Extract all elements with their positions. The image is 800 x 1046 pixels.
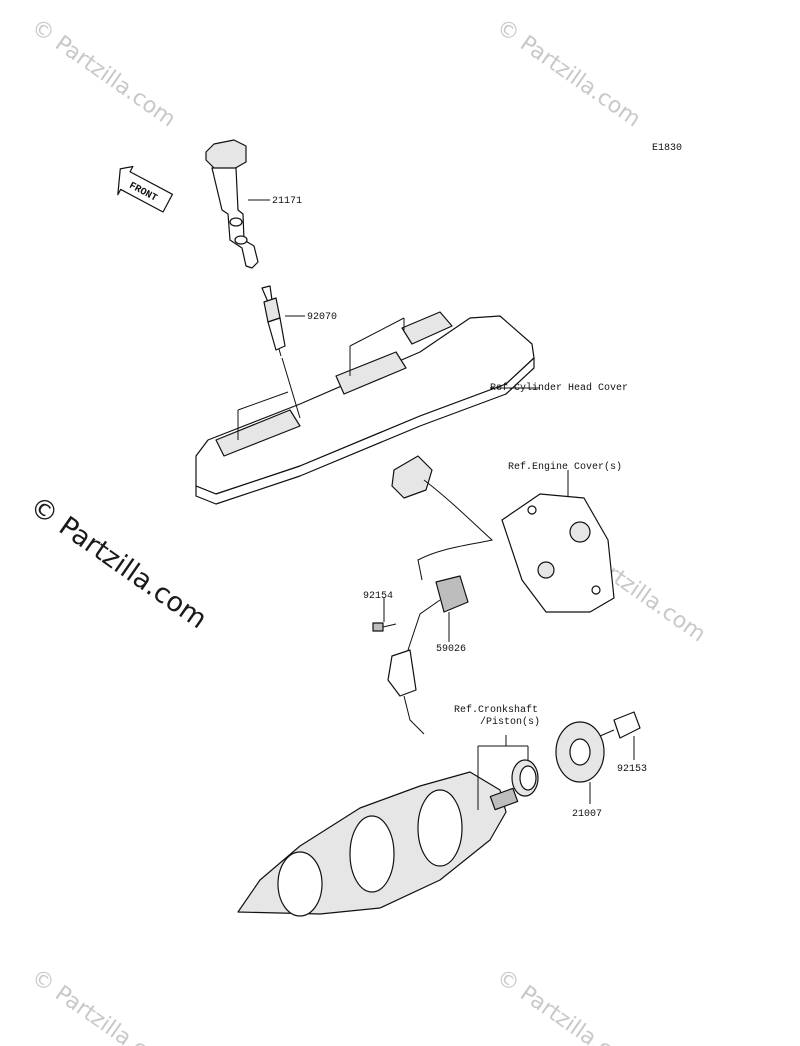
label-21171[interactable]: 21171	[272, 196, 302, 207]
watermark-bottom-right: © Partzilla.com	[492, 964, 645, 1046]
timing-rotor-icon	[555, 721, 605, 783]
watermark-top-left: © Partzilla.com	[27, 14, 180, 132]
label-ref-cylinder-head-cover[interactable]: Ref.Cylinder Head Cover	[490, 382, 628, 394]
label-21007[interactable]: 21007	[572, 809, 602, 820]
cylinder-head-cover-icon	[195, 311, 535, 505]
label-ref-engine-cover[interactable]: Ref.Engine Cover(s)	[508, 461, 622, 473]
engine-cover-icon	[501, 493, 615, 613]
crankshaft-icon	[237, 771, 519, 917]
ignition-coil-icon	[205, 139, 259, 269]
front-arrow-icon: FRONT	[117, 165, 174, 213]
label-ref-piston[interactable]: /Piston(s)	[480, 716, 540, 728]
label-92070[interactable]: 92070	[307, 312, 337, 323]
label-92153[interactable]: 92153	[617, 764, 647, 775]
label-59026[interactable]: 59026	[436, 644, 466, 655]
bolt-92154-icon	[372, 622, 397, 632]
watermark-bottom-left: © Partzilla.com	[27, 964, 180, 1046]
leader-lines	[248, 199, 635, 810]
pickup-sensor-icon	[387, 455, 494, 735]
diagram-code: E1830	[652, 143, 682, 154]
rotor-bolt-icon	[599, 711, 641, 739]
watermark-main: © Partzilla.com	[24, 490, 212, 635]
crank-gear-icon	[511, 759, 539, 797]
spark-plug-icon	[261, 285, 286, 357]
label-ref-crankshaft[interactable]: Ref.Cronkshaft	[454, 704, 538, 716]
label-92154[interactable]: 92154	[363, 591, 393, 602]
watermark-top-right: © Partzilla.com	[492, 14, 645, 132]
